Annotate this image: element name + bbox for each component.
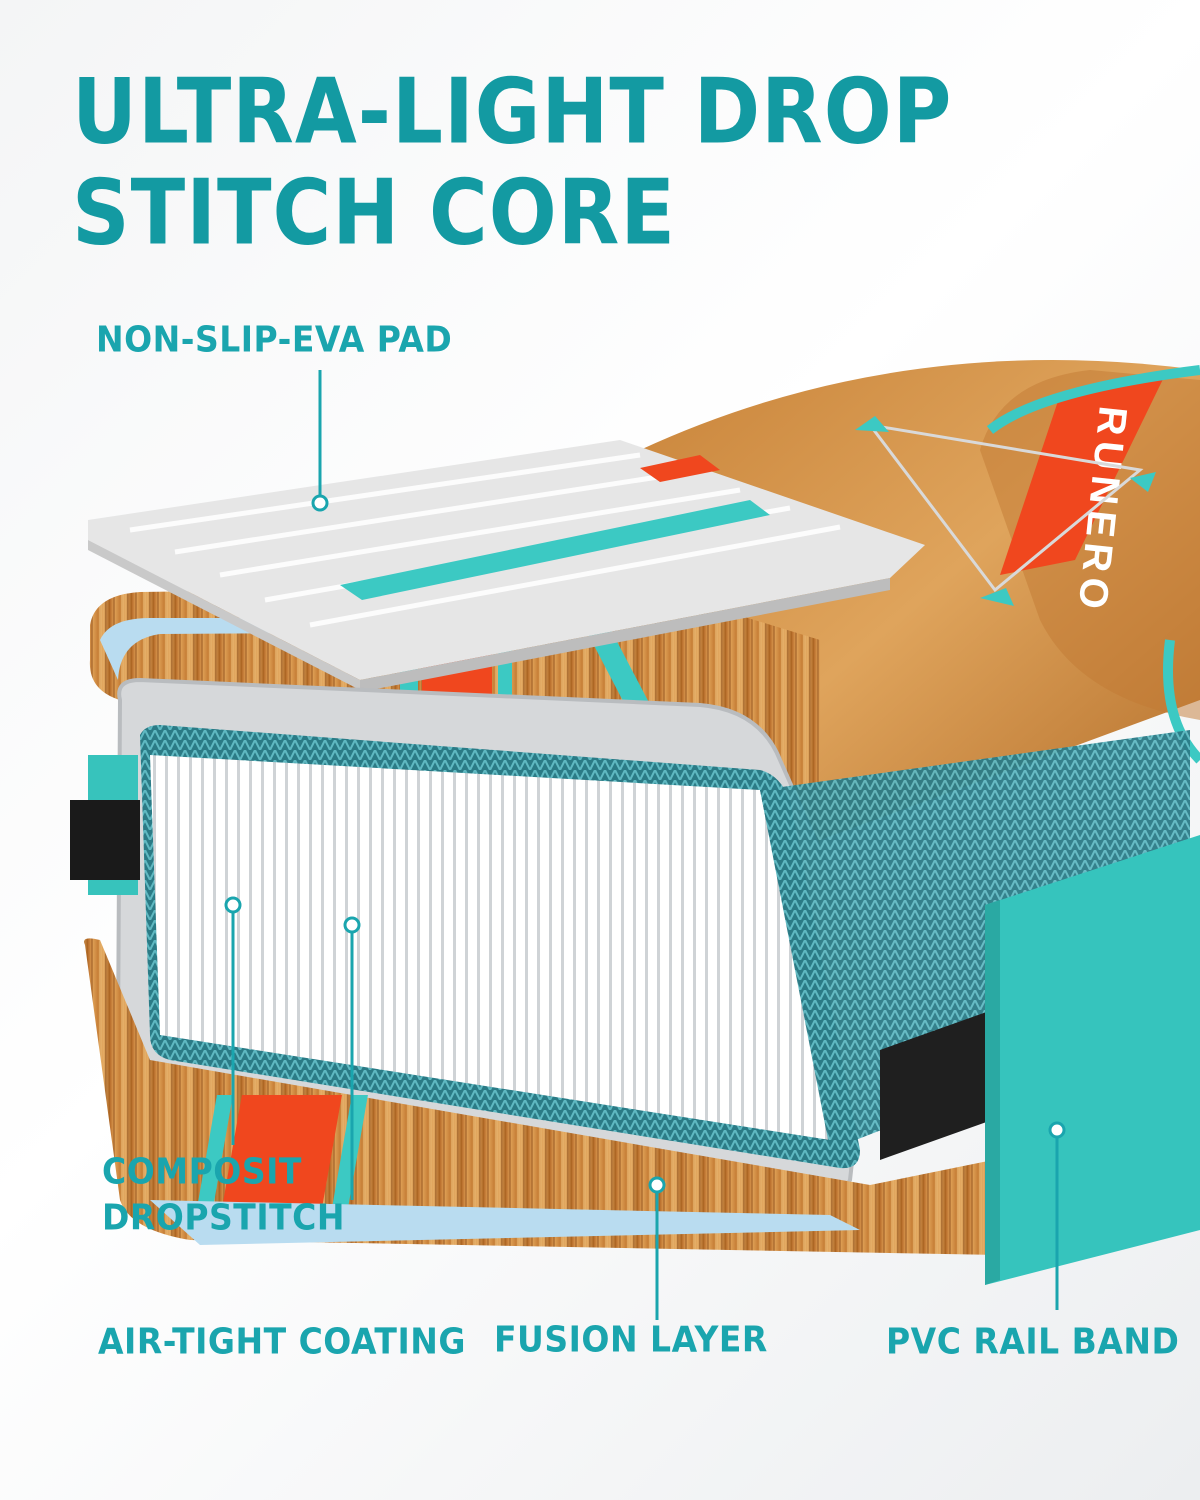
bungee-cord — [855, 416, 1156, 606]
title-line-1: ULTRA-LIGHT DROP — [72, 59, 953, 164]
logo-strip — [1000, 375, 1165, 575]
label-air-tight-coating: AIR-TIGHT COATING — [98, 1320, 466, 1363]
rail-band-right — [880, 835, 1200, 1285]
title-line-2: STITCH CORE — [72, 160, 677, 265]
rail-band-left — [70, 755, 140, 895]
label-fusion-layer: FUSION LAYER — [494, 1318, 768, 1361]
label-eva-pad: NON-SLIP-EVA PAD — [96, 318, 453, 361]
eva-pad — [88, 440, 925, 692]
label-pvc-rail-band: PVC RAIL BAND — [886, 1320, 1180, 1363]
label-composite-dropstitch-line-1: COMPOSIT — [102, 1150, 302, 1193]
callout-lines — [224, 370, 1066, 1320]
bottom-wood-layer — [84, 938, 1190, 1255]
label-composite-dropstitch-line-2: DROPSTITCH — [102, 1196, 345, 1239]
page-title: ULTRA-LIGHT DROP STITCH CORE — [72, 59, 953, 265]
